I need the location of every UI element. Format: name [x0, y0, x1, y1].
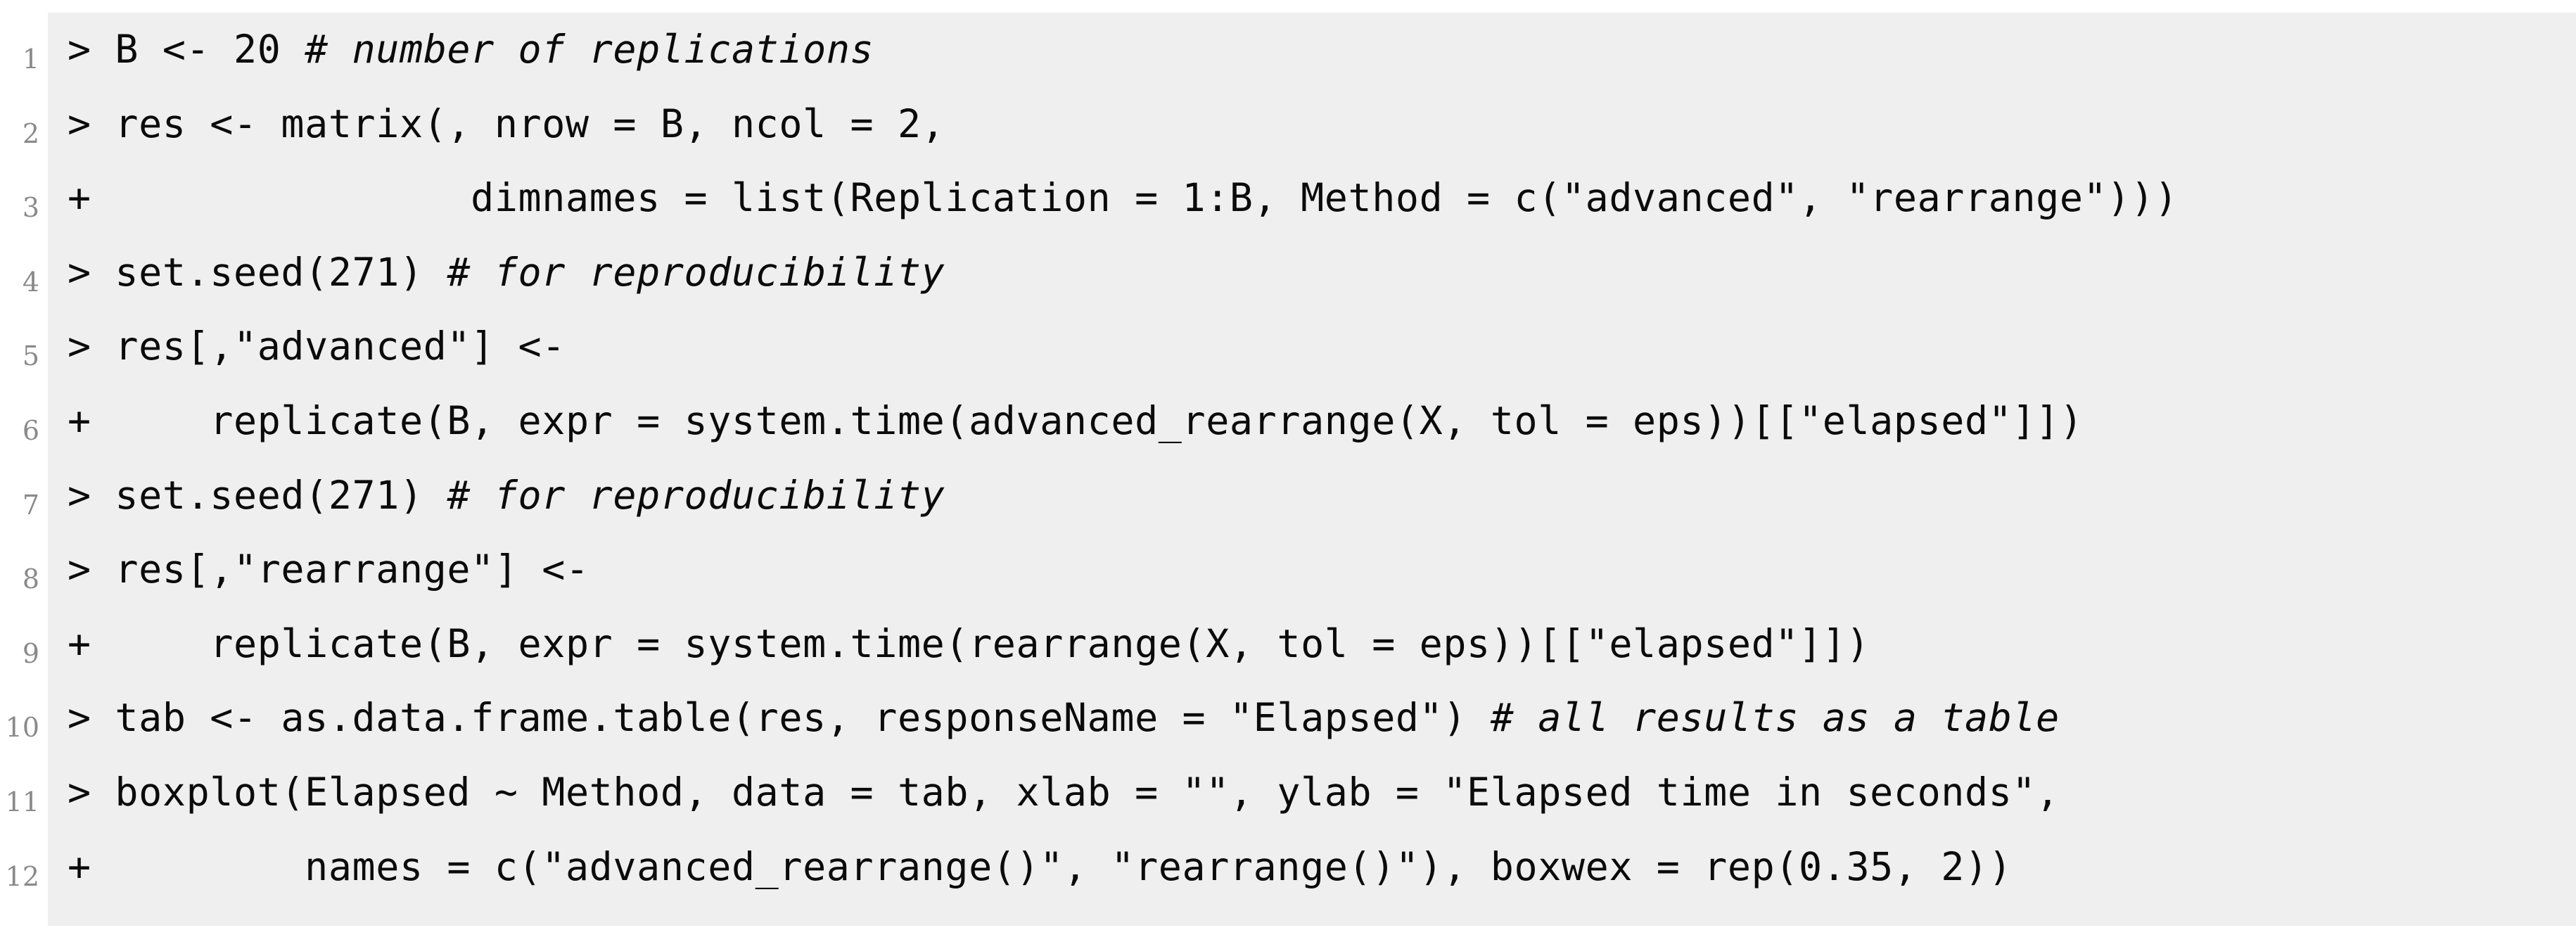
line-code: + replicate(B, expr = system.time(rearra… [68, 607, 1870, 682]
code-line: 4 > set.seed(271) # for reproducibility [0, 236, 2576, 310]
line-number: 3 [22, 192, 39, 224]
code-span: > res[,"advanced"] <- [68, 324, 566, 369]
code-line: 1 > B <- 20 # number of replications [0, 13, 2576, 87]
code-span: + replicate(B, expr = system.time(advanc… [68, 397, 2084, 443]
line-code: > res[,"advanced"] <- [68, 310, 566, 384]
line-number: 8 [22, 563, 39, 595]
line-number: 1 [22, 44, 39, 75]
code-span: > res[,"rearrange"] <- [68, 547, 589, 592]
code-span: + dimnames = list(Replication = 1:B, Met… [68, 175, 2179, 221]
code-span: > B <- 20 [68, 27, 305, 72]
code-line: 8 > res[,"rearrange"] <- [0, 533, 2576, 607]
code-line: 11 > boxplot(Elapsed ~ Method, data = tab… [0, 756, 2576, 830]
line-code: > B <- 20 # number of replications [68, 13, 874, 87]
code-span: > boxplot(Elapsed ~ Method, data = tab, … [68, 769, 2060, 815]
code-comment-span: # for reproducibility [447, 249, 945, 295]
line-code: > tab <- as.data.frame.table(res, respon… [68, 681, 2060, 756]
line-number: 10 [5, 712, 39, 744]
code-comment-span: # all results as a table [1490, 695, 2060, 741]
code-span: + names = c("advanced_rearrange()", "rea… [68, 843, 2013, 889]
code-line: 6 + replicate(B, expr = system.time(advan… [0, 384, 2576, 459]
line-number: 12 [5, 860, 39, 892]
line-number: 6 [22, 414, 39, 446]
line-code: + replicate(B, expr = system.time(advanc… [68, 384, 2084, 459]
code-line: 2 > res <- matrix(, nrow = B, ncol = 2, [0, 87, 2576, 162]
line-code: > boxplot(Elapsed ~ Method, data = tab, … [68, 756, 2060, 830]
code-line: 10 > tab <- as.data.frame.table(res, resp… [0, 681, 2576, 756]
line-code: + dimnames = list(Replication = 1:B, Met… [68, 161, 2178, 236]
code-line: 5 > res[,"advanced"] <- [0, 310, 2576, 384]
line-code: > set.seed(271) # for reproducibility [68, 459, 945, 533]
code-span: > res <- matrix(, nrow = B, ncol = 2, [68, 101, 945, 146]
code-line: 12 + names = c("advanced_rearrange()", "r… [0, 830, 2576, 905]
line-code: + names = c("advanced_rearrange()", "rea… [68, 830, 2012, 905]
line-number: 11 [5, 786, 39, 817]
line-number: 7 [22, 489, 39, 521]
code-span: + replicate(B, expr = system.time(rearra… [68, 620, 1870, 666]
line-number: 5 [22, 340, 39, 372]
code-span: > set.seed(271) [68, 249, 447, 295]
line-number: 2 [22, 117, 39, 149]
code-lines-container: 1 > B <- 20 # number of replications 2 > re… [0, 13, 2576, 904]
line-code: > set.seed(271) # for reproducibility [68, 236, 945, 310]
code-comment-span: # number of replications [305, 27, 874, 72]
line-number: 4 [22, 266, 39, 298]
code-span: > tab <- as.data.frame.table(res, respon… [68, 695, 1491, 741]
code-block-background [48, 13, 2576, 926]
code-line: 9 + replicate(B, expr = system.time(rearr… [0, 607, 2576, 682]
code-comment-span: # for reproducibility [447, 472, 945, 518]
code-line: 3 + dimnames = list(Replication = 1:B, Me… [0, 161, 2576, 236]
code-line: 7 > set.seed(271) # for reproducibility [0, 459, 2576, 533]
code-span: > set.seed(271) [68, 472, 447, 518]
line-number: 9 [22, 637, 39, 669]
line-code: > res[,"rearrange"] <- [68, 533, 589, 607]
line-code: > res <- matrix(, nrow = B, ncol = 2, [68, 87, 945, 162]
